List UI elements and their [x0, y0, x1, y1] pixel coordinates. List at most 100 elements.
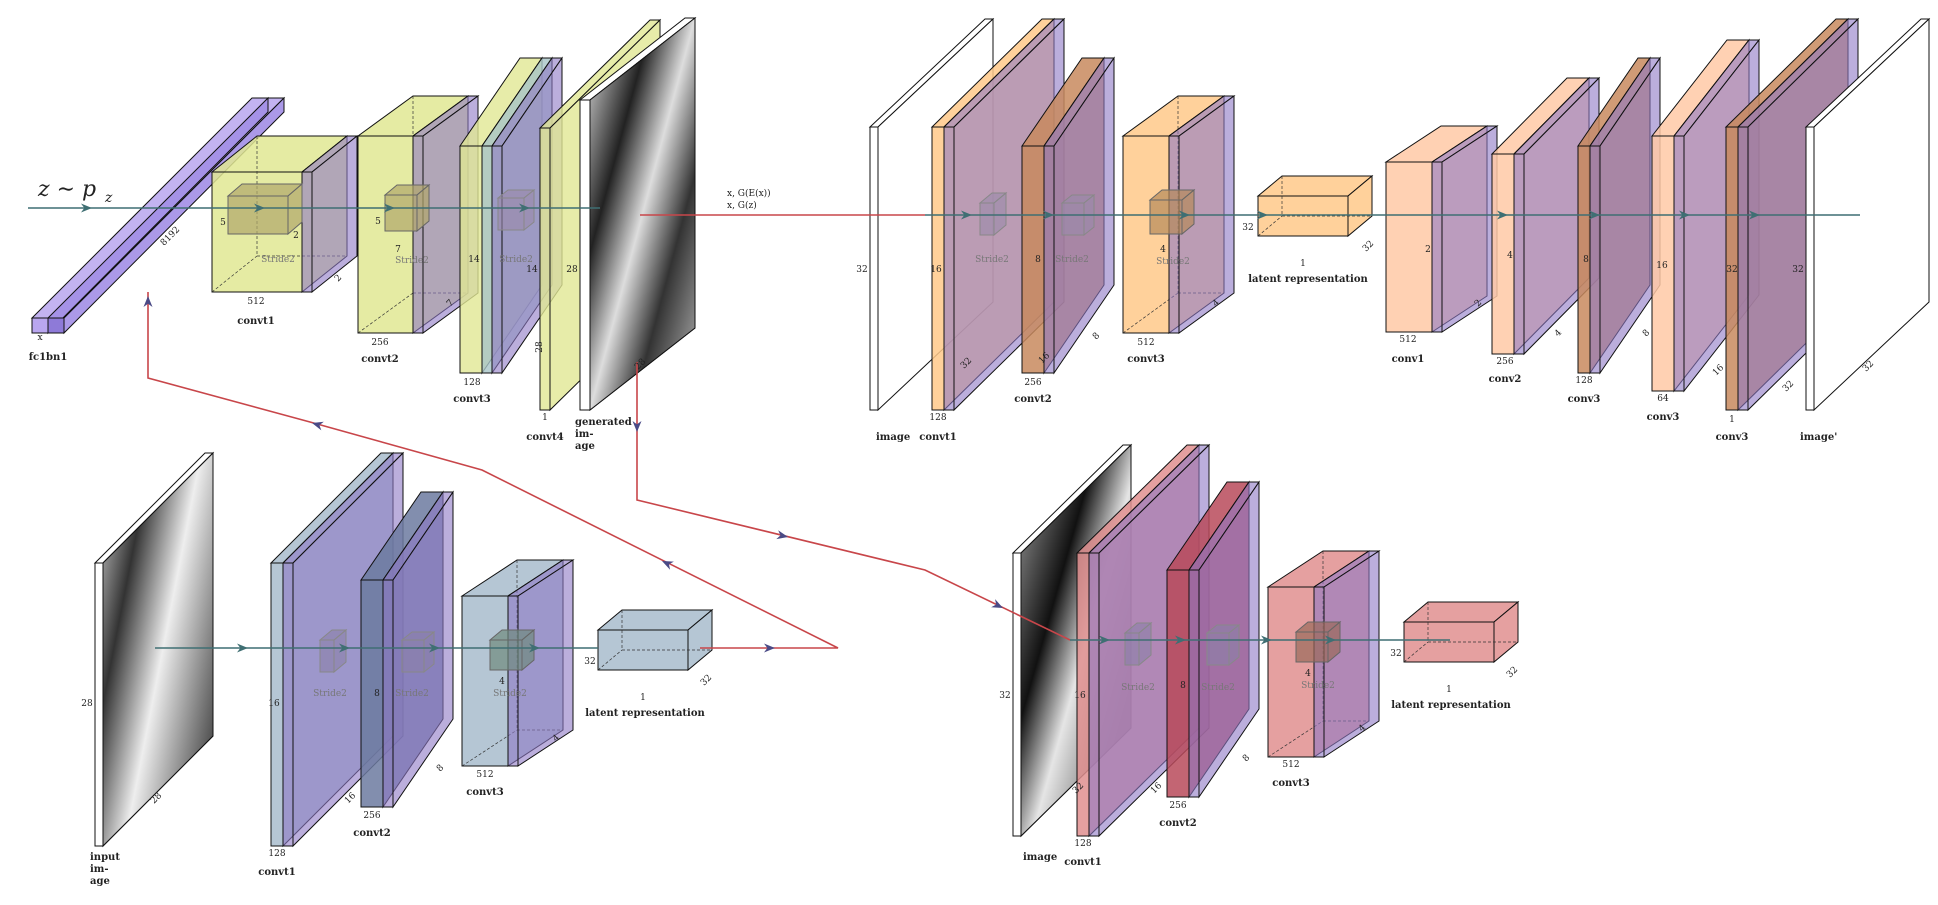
- disc-convt2-label: convt2: [1014, 394, 1051, 405]
- enc-convt3-label: convt3: [466, 787, 503, 798]
- enc2-latent-w: 1: [1446, 685, 1452, 695]
- enc-latent-h: 32: [584, 657, 595, 667]
- gen-convt2-k: 5: [375, 217, 381, 227]
- enc2-convt3-h: 4: [1305, 669, 1311, 679]
- enc-input-image-label: im-: [90, 864, 109, 875]
- gen-convt1-overlay: [300, 134, 359, 294]
- enc-input-image-content: [102, 451, 214, 848]
- dec-conv1-h: 2: [1425, 245, 1431, 255]
- enc2-convt3-label: convt3: [1272, 778, 1309, 789]
- disc-convt3-d2: 8: [1091, 331, 1102, 342]
- dec-conv1-overlay: [1430, 125, 1499, 333]
- enc2-convt3-overlay: [1312, 550, 1381, 758]
- disc-convt2-h: 8: [1035, 255, 1041, 265]
- gen-convt1-h: 5: [220, 218, 226, 228]
- enc-input-image-label: input: [90, 852, 120, 863]
- enc2-convt3-d2: 4: [1357, 723, 1368, 734]
- enc-convt2-kernel: [400, 630, 436, 674]
- arrow-head: [1679, 210, 1690, 220]
- dec-conv1-w: 512: [1399, 335, 1416, 345]
- disc-latent-w: 1: [1300, 259, 1306, 269]
- arrow-head: [312, 421, 324, 431]
- disc-convt1-inner: Stride2: [975, 255, 1009, 265]
- enc2-image-label: image: [1023, 852, 1057, 863]
- gen-convt4-h: 28: [566, 265, 578, 275]
- enc2-convt1-kernel: [1123, 621, 1153, 667]
- arrow-head: [1589, 210, 1600, 220]
- arrow-head: [776, 530, 788, 540]
- enc-input-image-label: age: [90, 876, 110, 887]
- enc2-convt1-label: convt1: [1064, 857, 1101, 868]
- enc2-flow-line: [1070, 635, 1450, 645]
- dec-conv3c-d: 32: [1781, 379, 1796, 394]
- dec-conv3c-w: 1: [1729, 415, 1735, 425]
- dec-image-label: image': [1800, 432, 1837, 443]
- disc-convt3-h: 4: [1160, 245, 1166, 255]
- gen-convt2-label: convt2: [361, 354, 398, 365]
- disc-flow-line: [925, 210, 1418, 220]
- formula: z ∼ p: [37, 177, 96, 202]
- disc-convt2-inner: Stride2: [1055, 255, 1089, 265]
- disc-latent-h: 32: [1242, 223, 1253, 233]
- dec-conv1-label: conv1: [1392, 354, 1425, 365]
- arrow-head: [1043, 210, 1054, 220]
- disc-convt3-w: 512: [1137, 338, 1154, 348]
- enc-convt3-kernel: [488, 628, 536, 672]
- dec-conv3a-w: 128: [1575, 376, 1592, 386]
- gen-image-label: generated: [575, 417, 632, 428]
- disc-convt3-inner: Stride2: [1156, 257, 1190, 267]
- enc2-convt1-w: 128: [1074, 839, 1091, 849]
- arrow-head: [1257, 210, 1268, 220]
- fc-label: fc1bn1: [29, 352, 68, 363]
- dec-conv2-h: 4: [1507, 251, 1513, 261]
- gen-to-enc2-line: [632, 362, 1071, 641]
- gen-convt2-w: 256: [371, 338, 388, 348]
- enc2-convt2-inner: Stride2: [1201, 683, 1235, 693]
- enc2-convt3-inner: Stride2: [1301, 681, 1335, 691]
- dec-conv2-w: 256: [1496, 357, 1513, 367]
- disc-latent-block: [1256, 174, 1374, 238]
- enc-convt2-h: 8: [374, 689, 380, 699]
- gen-convt2-inner: Stride2: [395, 256, 429, 266]
- enc2-convt1-h: 16: [1074, 691, 1086, 701]
- arrow-head: [1179, 210, 1190, 220]
- dec-conv3c-label: conv3: [1716, 432, 1749, 443]
- dec-conv3b-label: conv3: [1647, 412, 1680, 423]
- enc2-latent-h: 32: [1390, 649, 1401, 659]
- enc2-convt3-w: 512: [1282, 760, 1299, 770]
- enc2-latent-d: 32: [1505, 665, 1520, 680]
- arrow-head: [429, 643, 440, 653]
- enc2-latent-block: [1402, 600, 1520, 664]
- disc-convt1-label: convt1: [919, 432, 956, 443]
- disc-convt2-kernel: [1060, 193, 1096, 237]
- gen-convt3-h: 14: [468, 255, 480, 265]
- arrow-head: [1325, 635, 1336, 645]
- disc-convt3-label: convt3: [1127, 354, 1164, 365]
- gen-convt1-inner: Stride2: [261, 255, 295, 265]
- enc-convt1-w: 128: [268, 849, 285, 859]
- enc-to-fc-line: [143, 292, 839, 653]
- enc2-convt2-label: convt2: [1159, 818, 1196, 829]
- arrow-head: [662, 561, 674, 570]
- gen-convt2-d: 7: [445, 298, 456, 309]
- enc-convt1-h: 16: [268, 699, 280, 709]
- gen-image-label: im-: [575, 429, 594, 440]
- gen-convt1-k: 2: [293, 231, 299, 241]
- disc-latent-d: 32: [1361, 239, 1376, 254]
- disc-convt3-d: 4: [1211, 298, 1222, 309]
- pair-label-2: x, G(z): [727, 200, 757, 211]
- arrow-head: [237, 643, 248, 653]
- dec-conv3a-h: 8: [1583, 255, 1589, 265]
- enc-flow-line: [155, 643, 598, 653]
- arrow-head: [519, 203, 530, 213]
- gen-convt1-w: 512: [247, 297, 264, 307]
- enc-convt3-inner: Stride2: [493, 689, 527, 699]
- gen-convt4-label: convt4: [526, 432, 563, 443]
- enc-latent-w: 1: [640, 693, 646, 703]
- arrow-head: [81, 203, 92, 213]
- enc-input-image-h: 28: [81, 699, 93, 709]
- disc-convt1-w: 128: [929, 413, 946, 423]
- enc-convt1-label: convt1: [258, 867, 295, 878]
- dec-conv3b-d: 16: [1711, 363, 1726, 378]
